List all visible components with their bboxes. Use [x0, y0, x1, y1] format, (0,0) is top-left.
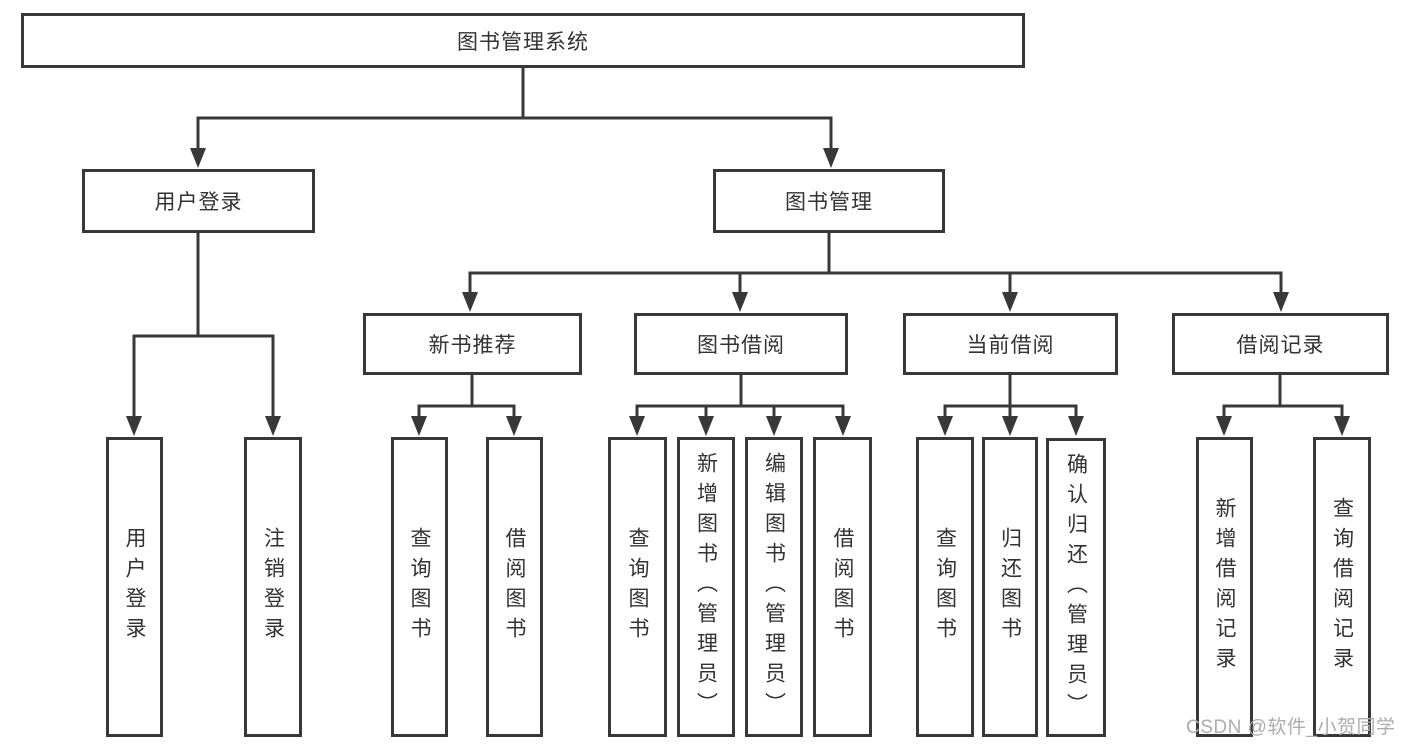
leaf-borrow-books-recommend-label: 借阅图书 [503, 527, 526, 647]
leaf-logout-label: 注销登录 [261, 527, 285, 647]
leaf-edit-books-admin-label: 编辑图书（管理员） [762, 452, 786, 722]
leaf-add-books-admin: 新增图书（管理员） [677, 437, 735, 737]
leaf-query-books-current: 查询图书 [916, 437, 974, 737]
leaf-borrow-books-borrowing: 借阅图书 [813, 437, 872, 737]
watermark-csdn: CSDN @软件_小贺同学 [1186, 717, 1396, 738]
leaf-query-books-recommend-label: 查询图书 [408, 527, 431, 647]
leaf-add-borrowing-record: 新增借阅记录 [1196, 437, 1253, 737]
node-borrowing-records: 借阅记录 [1172, 313, 1389, 375]
node-book-borrowing: 图书借阅 [634, 313, 848, 375]
leaf-logout: 注销登录 [244, 437, 302, 737]
node-book-management: 图书管理 [713, 169, 945, 233]
leaf-confirm-return-admin-label: 确认归还（管理员） [1064, 452, 1088, 723]
leaf-user-login: 用户登录 [106, 437, 163, 737]
leaf-query-borrowing-record-label: 查询借阅记录 [1330, 497, 1354, 677]
leaf-query-borrowing-record: 查询借阅记录 [1313, 437, 1371, 737]
leaf-add-books-admin-label: 新增图书（管理员） [694, 452, 718, 722]
leaf-borrow-books-borrowing-label: 借阅图书 [831, 527, 854, 647]
leaf-query-books-recommend: 查询图书 [391, 437, 448, 737]
leaf-add-borrowing-record-label: 新增借阅记录 [1213, 497, 1236, 677]
leaf-query-books-borrowing: 查询图书 [608, 437, 667, 737]
node-library-management-system: 图书管理系统 [21, 13, 1025, 68]
leaf-query-books-borrowing-label: 查询图书 [626, 527, 649, 647]
node-current-borrowing: 当前借阅 [903, 313, 1118, 375]
leaf-edit-books-admin: 编辑图书（管理员） [745, 437, 803, 737]
leaf-borrow-books-recommend: 借阅图书 [486, 437, 543, 737]
leaf-return-books-label: 归还图书 [998, 527, 1022, 647]
leaf-user-login-label: 用户登录 [123, 527, 146, 647]
leaf-return-books: 归还图书 [982, 437, 1038, 737]
node-user-login: 用户登录 [82, 169, 315, 233]
leaf-confirm-return-admin: 确认归还（管理员） [1046, 438, 1106, 737]
leaf-query-books-current-label: 查询图书 [933, 527, 957, 647]
node-new-book-recommendation: 新书推荐 [363, 313, 582, 375]
